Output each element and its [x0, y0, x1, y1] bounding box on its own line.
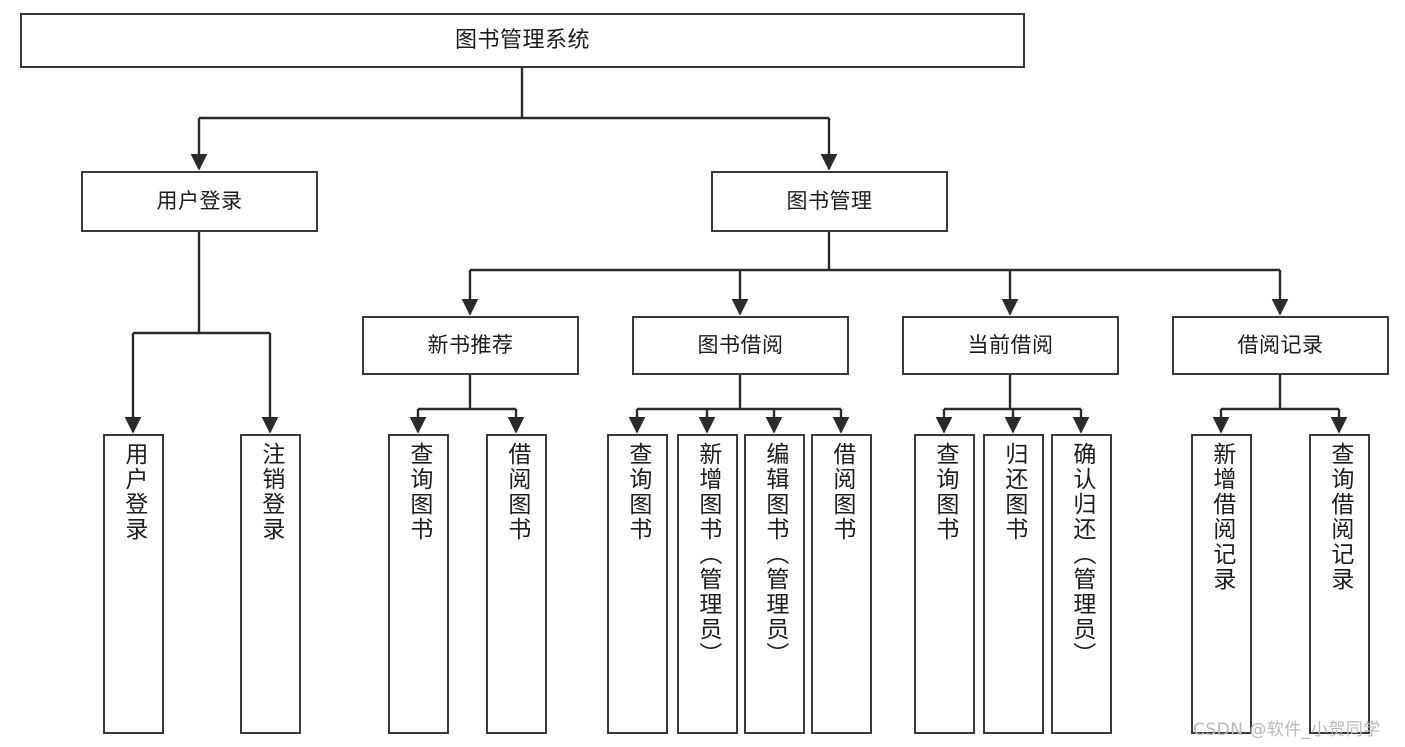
csdn-watermark: CSDN @软件_小贺同学	[1193, 720, 1381, 740]
node-label: 编辑图书（管理员）	[761, 442, 788, 667]
node-label: 图书管理系统	[454, 27, 590, 53]
node-borrow-record[interactable]: 借阅记录	[1172, 316, 1389, 375]
node-current-borrow[interactable]: 当前借阅	[902, 316, 1119, 375]
node-leaf-add-book[interactable]: 新增图书（管理员）	[677, 434, 738, 734]
node-label: 查询图书	[624, 442, 651, 542]
node-leaf-query-book-1[interactable]: 查询图书	[388, 434, 449, 734]
node-book-manage[interactable]: 图书管理	[711, 171, 948, 232]
node-leaf-confirm-return[interactable]: 确认归还（管理员）	[1051, 434, 1112, 734]
node-label: 新书推荐	[427, 333, 514, 358]
node-leaf-user-login[interactable]: 用户登录	[103, 434, 164, 734]
node-book-borrow[interactable]: 图书借阅	[632, 316, 849, 375]
node-label: 借阅记录	[1237, 333, 1324, 358]
node-leaf-query-borrow-record[interactable]: 查询借阅记录	[1309, 434, 1370, 734]
node-root-system[interactable]: 图书管理系统	[20, 13, 1025, 68]
node-leaf-edit-book[interactable]: 编辑图书（管理员）	[744, 434, 805, 734]
node-leaf-query-book-3[interactable]: 查询图书	[914, 434, 975, 734]
node-label: 用户登录	[120, 442, 147, 542]
node-label: 新增借阅记录	[1208, 442, 1235, 592]
node-leaf-borrow-book-1[interactable]: 借阅图书	[486, 434, 547, 734]
node-label: 查询图书	[931, 442, 958, 542]
node-label: 新增图书（管理员）	[694, 442, 721, 667]
node-label: 借阅图书	[503, 442, 530, 542]
node-label: 查询图书	[405, 442, 432, 542]
node-label: 归还图书	[1000, 442, 1027, 542]
node-label: 借阅图书	[828, 442, 855, 542]
node-label: 当前借阅	[967, 333, 1054, 358]
node-leaf-logout-login[interactable]: 注销登录	[240, 434, 301, 734]
node-label: 注销登录	[257, 442, 284, 542]
node-new-book-recommend[interactable]: 新书推荐	[362, 316, 579, 375]
node-leaf-borrow-book-2[interactable]: 借阅图书	[811, 434, 872, 734]
node-leaf-add-borrow-record[interactable]: 新增借阅记录	[1191, 434, 1252, 734]
node-label: 查询借阅记录	[1326, 442, 1353, 592]
node-leaf-query-book-2[interactable]: 查询图书	[607, 434, 668, 734]
node-label: 图书管理	[786, 189, 873, 214]
node-label: 用户登录	[156, 189, 243, 214]
node-user-login[interactable]: 用户登录	[81, 171, 318, 232]
node-label: 图书借阅	[697, 333, 784, 358]
node-leaf-return-book[interactable]: 归还图书	[983, 434, 1044, 734]
node-label: 确认归还（管理员）	[1068, 442, 1095, 667]
